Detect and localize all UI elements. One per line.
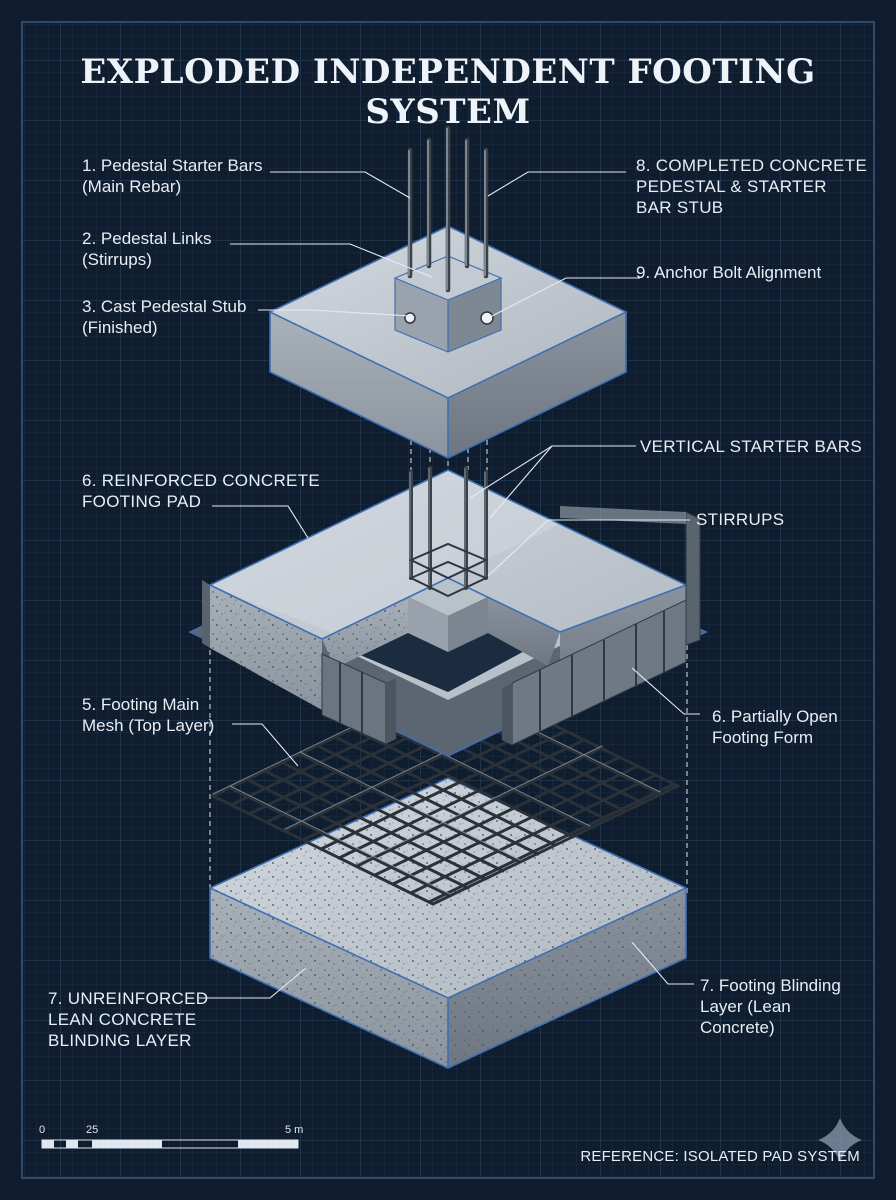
footing-pad (188, 469, 708, 757)
leader-lines (199, 171, 700, 999)
label-footing-form: 6. Partially Open Footing Form (712, 707, 838, 747)
label-pedestal-links: 2. Pedestal Links (Stirrups) (82, 229, 212, 269)
sparkle-icon (818, 1118, 862, 1162)
scale-mid-label: 25 (86, 1124, 99, 1136)
label-cast-pedestal-stub: 3. Cast Pedestal Stub (Finished) (82, 297, 247, 337)
label-footing-mesh: 5. Footing Main Mesh (Top Layer) (82, 695, 215, 735)
label-pedestal-starter-bars: 1. Pedestal Starter Bars (Main Rebar) (82, 156, 263, 196)
label-stirrups: STIRRUPS (696, 510, 785, 529)
label-footing-pad: 6. REINFORCED CONCRETE FOOTING PAD (82, 471, 321, 511)
reference-note: REFERENCE: ISOLATED PAD SYSTEM (580, 1148, 860, 1165)
pedestal-assembly (268, 225, 628, 459)
pedestal-starter-bars (407, 125, 489, 293)
rebar-mesh (211, 676, 680, 906)
label-anchor-bolt: 9. Anchor Bolt Alignment (636, 263, 822, 282)
scale-bar (41, 1139, 299, 1149)
scale-start-label: 0 (39, 1124, 46, 1136)
scale-end-label: 5 m (285, 1124, 304, 1136)
label-blinding-layer: 7. Footing Blinding Layer (Lean Concrete… (700, 976, 841, 1037)
label-completed-pedestal: 8. COMPLETED CONCRETE PEDESTAL & STARTER… (636, 156, 868, 217)
label-vertical-starter-bars: VERTICAL STARTER BARS (640, 437, 863, 456)
footing-stirrups (408, 542, 489, 598)
label-lean-concrete: 7. UNREINFORCED LEAN CONCRETE BLINDING L… (48, 989, 209, 1050)
page-title: EXPLODED INDEPENDENT FOOTING SYSTEM (80, 52, 816, 132)
